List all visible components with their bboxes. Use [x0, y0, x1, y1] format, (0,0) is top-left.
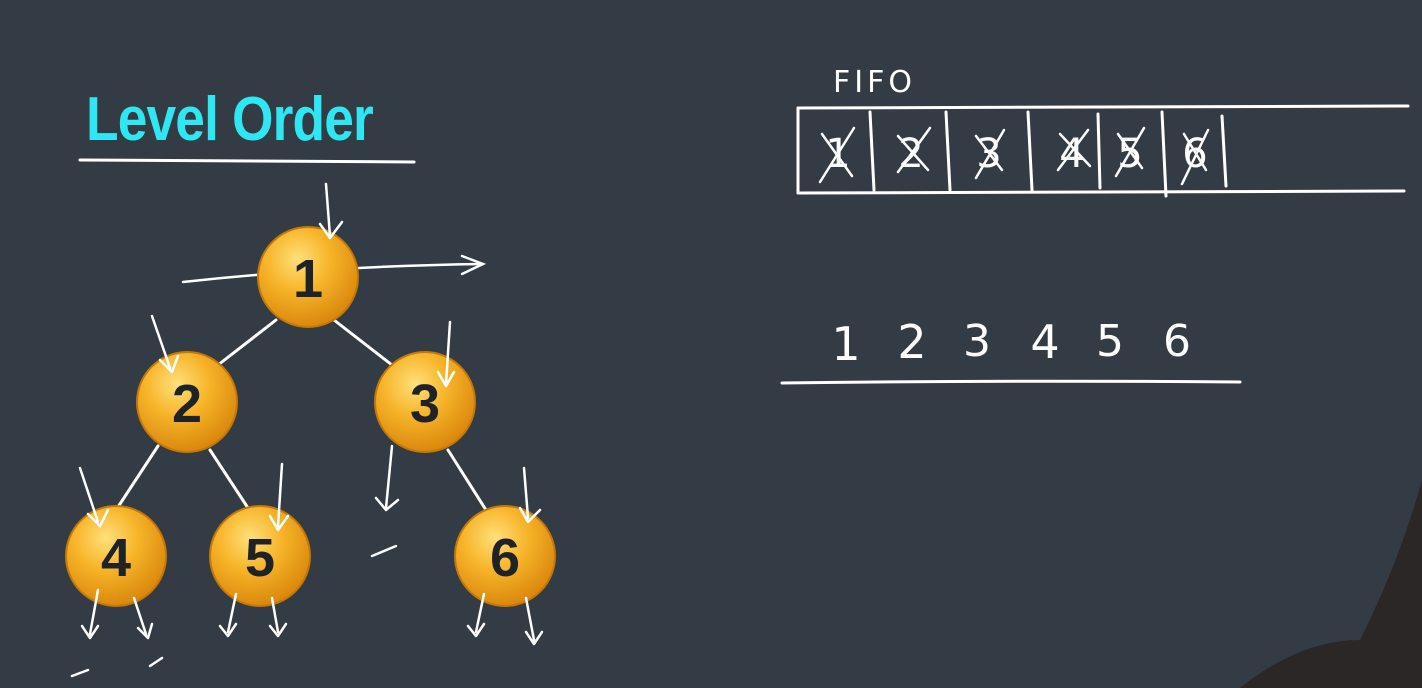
node-label: 2	[172, 374, 202, 434]
title-underline	[78, 158, 416, 164]
queue-divider	[1220, 114, 1228, 188]
null-dash-4	[70, 668, 90, 678]
queue-divider	[868, 110, 876, 192]
edge-2-4	[116, 444, 160, 509]
fifo-queue	[796, 104, 1410, 198]
queue-cell-3: 3	[974, 128, 1006, 180]
edge-1-2	[216, 318, 278, 367]
node-label: 5	[245, 528, 275, 588]
output-value: 3	[963, 316, 991, 367]
null-arrow-6-right	[524, 596, 544, 646]
queue-cell-6: 6	[1180, 128, 1210, 186]
null-dash-3-left	[370, 544, 398, 558]
queue-top-edge	[796, 104, 1410, 110]
null-arrow-5-left	[218, 592, 238, 638]
null-arrow-4-left	[80, 588, 100, 640]
visit-arrow-6	[518, 466, 542, 524]
output-value: 2	[897, 315, 926, 369]
null-arrow-3-left	[374, 444, 400, 512]
node-label: 6	[490, 528, 520, 588]
presenter-silhouette	[1240, 480, 1422, 688]
node-label: 4	[101, 528, 131, 588]
visit-arrow-3	[436, 320, 456, 388]
output-underline	[780, 379, 1242, 385]
null-child-arrows	[70, 444, 544, 678]
tree-node-5: 5	[209, 505, 311, 607]
tree-node-1: 1	[257, 226, 359, 328]
visit-arrows	[78, 182, 542, 532]
queue-label: FIFO	[833, 65, 916, 100]
edge-3-6	[446, 448, 488, 512]
null-dash-4b	[148, 656, 164, 668]
queue-divider	[1096, 112, 1102, 190]
queue-divider	[1026, 110, 1034, 192]
tree-node-4: 4	[65, 505, 167, 607]
queue-cells: 1 2 3 4 5 6	[818, 126, 1210, 186]
queue-divider	[944, 110, 952, 192]
queue-bottom-edge	[796, 189, 1406, 195]
edge-2-5	[208, 448, 250, 510]
queue-cell-2: 2	[896, 126, 932, 177]
visit-arrow-5	[268, 462, 290, 532]
page-title: Level Order	[86, 85, 374, 154]
output-value: 1	[831, 317, 860, 371]
output-value: 5	[1096, 316, 1124, 367]
queue-cell-4: 4	[1056, 128, 1092, 177]
output-value: 4	[1030, 315, 1059, 369]
null-arrow-6-left	[466, 592, 486, 638]
tree-edges	[116, 318, 488, 512]
node-label: 1	[293, 249, 323, 309]
traversal-output: 1 2 3 4 5 6	[780, 315, 1242, 385]
tree-node-2: 2	[136, 351, 238, 453]
visit-arrow-1	[318, 182, 344, 240]
null-arrow-4-right	[132, 596, 154, 640]
visit-arrow-2	[150, 314, 180, 374]
tree-node-3: 3	[374, 351, 476, 453]
edge-1-3	[332, 318, 394, 367]
null-arrow-5-right	[268, 596, 288, 638]
output-value: 6	[1163, 316, 1191, 367]
node-label: 3	[410, 374, 440, 434]
queue-cell-5: 5	[1114, 126, 1146, 178]
queue-divider	[1160, 110, 1168, 198]
visit-arrow-4	[78, 466, 110, 528]
tree-node-6: 6	[454, 505, 556, 607]
queue-cell-1: 1	[818, 126, 856, 184]
